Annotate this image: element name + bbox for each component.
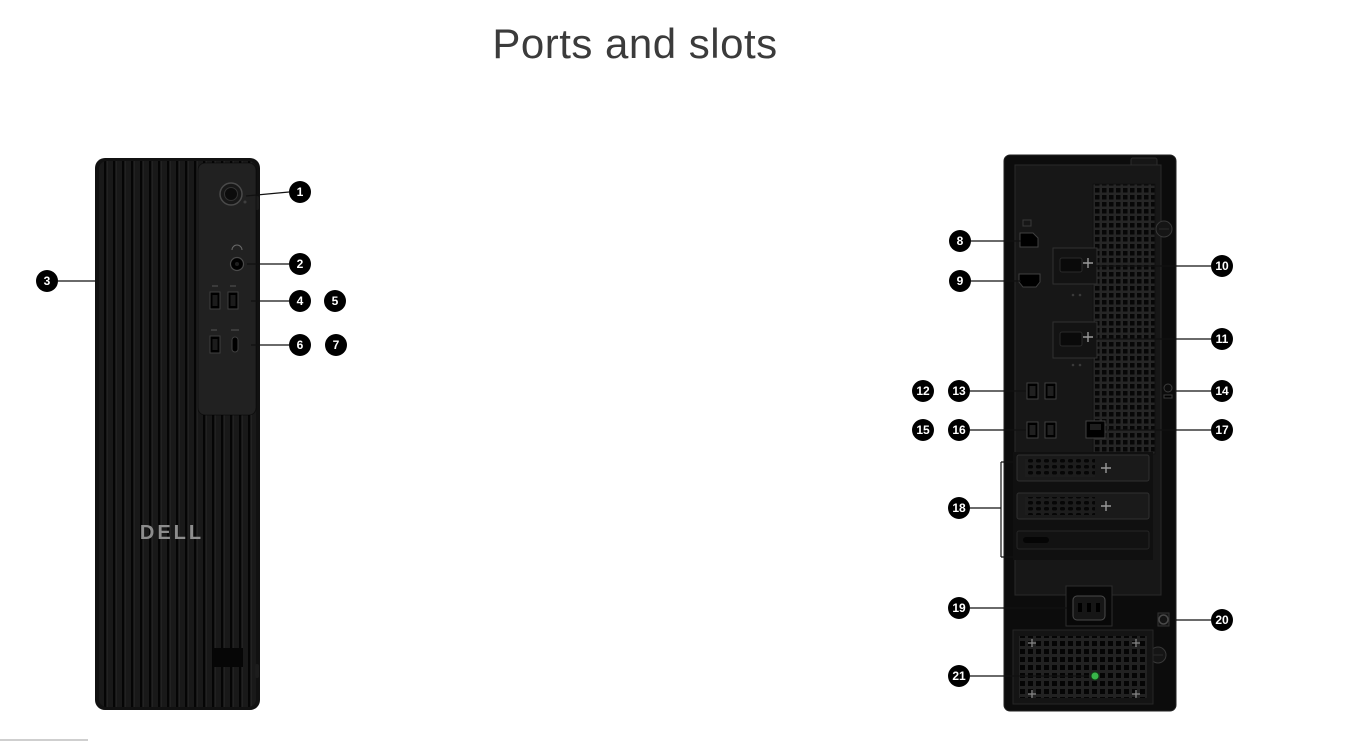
- rear-view-illustration: [1003, 154, 1177, 712]
- screw-cross-icon: [1083, 332, 1093, 342]
- front-bottom-label: [213, 648, 243, 667]
- callout-usb-type-c-front: 7: [325, 334, 347, 356]
- callout-expansion-slots: 18: [948, 497, 970, 519]
- screw-cross-icon: [1101, 463, 1111, 473]
- side-tab-bottom: [255, 664, 259, 678]
- headset-jack: [229, 244, 245, 272]
- padlock-ring: [1157, 612, 1170, 627]
- psu-vent-grid: [1012, 629, 1154, 705]
- callout-usb-rear-3: 15: [912, 419, 934, 441]
- callout-usb-rear-4: 16: [948, 419, 970, 441]
- callout-usb-rear-2: 13: [948, 380, 970, 402]
- expansion-slot-covers: [1013, 452, 1153, 560]
- callout-security-lock-slot: 14: [1211, 380, 1233, 402]
- callout-power-connector: 19: [948, 597, 970, 619]
- usb-ports-rear-row1: [1026, 382, 1057, 400]
- callout-displayport: 8: [949, 230, 971, 252]
- front-view-illustration: DELL: [95, 158, 260, 710]
- callout-padlock-ring: 20: [1211, 609, 1233, 631]
- power-connector: [1065, 585, 1113, 627]
- callout-ethernet-port: 17: [1211, 419, 1233, 441]
- displayport: [1019, 219, 1039, 248]
- hdmi-port: [1018, 273, 1041, 288]
- callout-usb-rear-1: 12: [912, 380, 934, 402]
- ethernet-port: [1085, 420, 1106, 439]
- callout-optional-port-2: 11: [1211, 328, 1233, 350]
- callout-psu-diagnostic-light: 21: [948, 665, 970, 687]
- power-button: [219, 182, 247, 206]
- psu-screws: [1028, 639, 1140, 698]
- callout-power-button: 1: [289, 181, 311, 203]
- page-title: Ports and slots: [492, 20, 778, 67]
- callout-hdmi-port: 9: [949, 270, 971, 292]
- usb-ports-front-row2: [209, 329, 239, 354]
- screw-cross-icon: [1101, 501, 1111, 511]
- callout-front-panel: 3: [36, 270, 58, 292]
- psu-diagnostic-light: [1090, 671, 1100, 681]
- callout-usb-front-1: 4: [289, 290, 311, 312]
- usb-type-c-port: [231, 336, 239, 353]
- security-lock-slot: [1163, 383, 1173, 399]
- optional-port-slot-2: [1052, 321, 1098, 367]
- callout-usb-front-2: 5: [324, 290, 346, 312]
- screw-cross-icon: [1083, 258, 1093, 268]
- bottom-edge-artifact: [0, 739, 88, 741]
- dell-logo: DELL: [140, 522, 204, 544]
- callout-usb-front-3: 6: [289, 334, 311, 356]
- callout-headset-jack: 2: [289, 253, 311, 275]
- callout-optional-port-1: 10: [1211, 255, 1233, 277]
- usb-ports-rear-row2: [1026, 421, 1057, 439]
- optional-port-slot-1: [1052, 247, 1098, 297]
- thumbscrew-top: [1155, 220, 1173, 238]
- usb-ports-front-row1: [209, 285, 239, 310]
- rear-vent-grid: [1092, 183, 1156, 455]
